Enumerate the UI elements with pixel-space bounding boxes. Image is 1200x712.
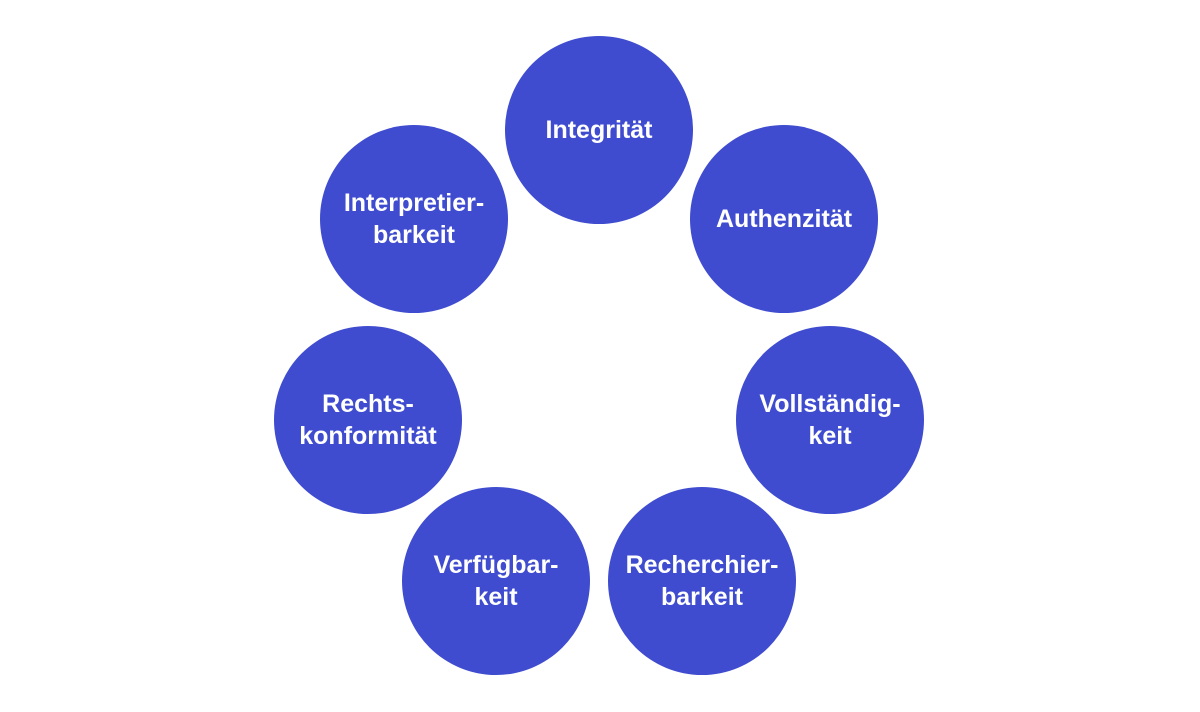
node-label-line-2: keit: [474, 583, 518, 611]
node-label-line-1: Vollständig-: [759, 390, 901, 418]
node-label-line-1: Verfügbar-: [433, 551, 559, 579]
node-recherchierbarkeit: Recherchier- barkeit: [608, 487, 796, 675]
node-authenzitaet: Authenzität: [690, 125, 878, 313]
node-label-line-1: Recherchier-: [625, 551, 779, 579]
node-label-line-2: barkeit: [373, 221, 455, 249]
node-interpretierbarkeit: Interpretier- barkeit: [320, 125, 508, 313]
node-integritaet: Integrität: [505, 36, 693, 224]
node-label-line-1: Interpretier-: [343, 189, 485, 217]
node-rechtskonformitaet: Rechts- konformität: [274, 326, 462, 514]
node-label-line-2: konformität: [299, 422, 437, 450]
node-verfuegbarkeit: Verfügbar- keit: [402, 487, 590, 675]
node-label-line-1: Rechts-: [322, 390, 414, 418]
node-label: Authenzität: [715, 205, 853, 233]
node-label: Integrität: [545, 116, 653, 144]
node-vollstaendigkeit: Vollständig- keit: [736, 326, 924, 514]
node-label-line-2: barkeit: [661, 583, 743, 611]
node-label-line-2: keit: [808, 422, 852, 450]
